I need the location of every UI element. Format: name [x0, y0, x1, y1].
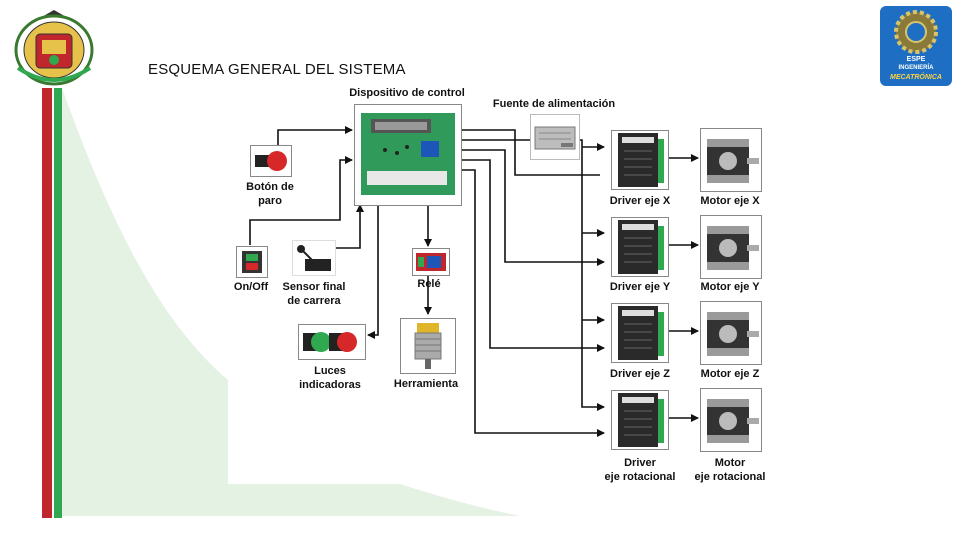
driver-z-image: [611, 303, 669, 363]
power-supply-image: [530, 114, 580, 160]
logo-line-2: INGENIERÍA: [898, 65, 934, 71]
red-stripe: [42, 88, 52, 518]
control-board-image: [354, 104, 462, 206]
motor-y-label: Motor eje Y: [700, 281, 760, 293]
relay-image: [412, 248, 450, 276]
driver-y-image: [611, 217, 669, 277]
relay-icon: [416, 253, 446, 271]
motor-z-label: Motor eje Z: [700, 368, 760, 380]
stop-button-icon: [255, 151, 287, 171]
control-board-label: Dispositivo de control: [349, 87, 465, 99]
coat-of-arms-logo: [14, 10, 94, 86]
motor-x-label: Motor eje X: [700, 195, 760, 207]
stepper-motor-icon: [707, 312, 759, 356]
stepper-driver-icon: [618, 393, 664, 447]
driver-z-label: Driver eje Z: [610, 368, 670, 380]
indicator-lights-image: [298, 324, 366, 360]
driver-y-label: Driver eje Y: [609, 281, 671, 293]
power-supply-label: Fuente de alimentación: [492, 98, 616, 110]
limit-sensor-label: Sensor final de carrera: [282, 281, 346, 307]
indicator-lights-label: Luces indicadoras: [299, 365, 361, 391]
indicator-lights-icon: [303, 332, 357, 352]
white-stripe: [52, 88, 54, 518]
motor-x-image: [700, 128, 762, 192]
power-supply-icon: [534, 126, 576, 150]
slide-title: ESQUEMA GENERAL DEL SISTEMA: [148, 61, 406, 78]
stepper-motor-icon: [707, 139, 759, 183]
driver-rotational-image: [611, 390, 669, 450]
power-switch-icon: [242, 251, 262, 273]
stop-button-image: [250, 145, 292, 177]
on-off-switch-image: [236, 246, 268, 278]
tool-image: [400, 318, 456, 374]
relay-label: Relé: [417, 278, 441, 290]
control-board-icon: [361, 113, 455, 195]
stop-button-label: Botón de paro: [246, 181, 294, 207]
motor-y-image: [700, 215, 762, 279]
stepper-driver-icon: [618, 306, 664, 360]
driver-x-label: Driver eje X: [609, 195, 671, 207]
on-off-label: On/Off: [233, 281, 269, 293]
stepper-driver-icon: [618, 133, 664, 187]
spindle-icon: [414, 323, 442, 369]
mechatronics-logo: ESPE INGENIERÍA MECATRÓNICA: [880, 6, 952, 86]
pale-green-curve: [62, 88, 520, 516]
driver-x-image: [611, 130, 669, 190]
limit-switch-icon: [297, 245, 331, 271]
motor-rotational-label: Motor eje rotacional: [694, 457, 766, 483]
stepper-motor-icon: [707, 399, 759, 443]
driver-rotational-label: Driver eje rotacional: [604, 457, 676, 483]
gear-icon: [894, 10, 938, 54]
motor-rotational-image: [700, 388, 762, 452]
limit-sensor-image: [292, 240, 336, 276]
green-stripe: [54, 88, 62, 518]
logo-line-3: MECATRÓNICA: [890, 74, 942, 81]
stepper-motor-icon: [707, 226, 759, 270]
logo-line-1: ESPE: [906, 56, 926, 63]
stepper-driver-icon: [618, 220, 664, 274]
tool-label: Herramienta: [393, 378, 459, 390]
motor-z-image: [700, 301, 762, 365]
